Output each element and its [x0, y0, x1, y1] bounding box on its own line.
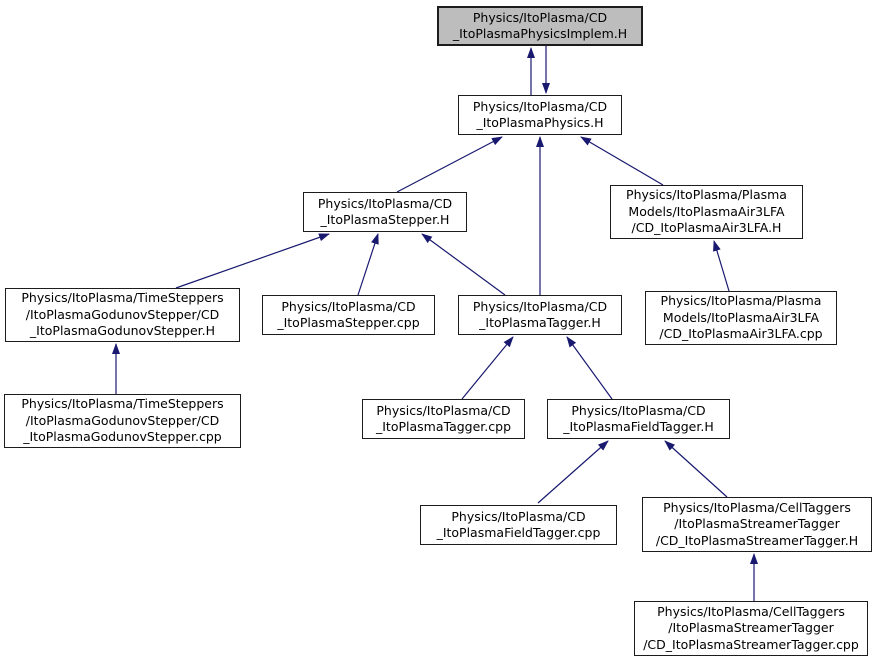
graph-node-streamertagger-cpp[interactable]: Physics/ItoPlasma/CellTaggers /ItoPlasma… — [634, 601, 868, 656]
graph-node-tagger-h[interactable]: Physics/ItoPlasma/CD _ItoPlasmaTagger.H — [458, 295, 622, 335]
graph-node-streamertagger-h[interactable]: Physics/ItoPlasma/CellTaggers /ItoPlasma… — [642, 497, 872, 552]
include-edge-air3lfa-cpp-to-air3lfa-h — [713, 240, 730, 292]
graph-node-physics-h[interactable]: Physics/ItoPlasma/CD _ItoPlasmaPhysics.H — [458, 95, 622, 135]
graph-node-air3lfa-cpp[interactable]: Physics/ItoPlasma/Plasma Models/ItoPlasm… — [645, 291, 837, 345]
include-edge-fieldtagger-h-to-tagger-h — [566, 336, 613, 400]
include-edge-air3lfa-h-to-physics-h — [580, 136, 664, 186]
include-edge-tagger-cpp-to-tagger-h — [461, 336, 514, 400]
graph-node-stepper-h[interactable]: Physics/ItoPlasma/CD _ItoPlasmaStepper.H — [303, 192, 467, 232]
include-edge-tagger-h-to-stepper-h — [421, 233, 506, 296]
include-edge-stepper-cpp-to-stepper-h — [357, 233, 379, 296]
graph-node-implem-h: Physics/ItoPlasma/CD _ItoPlasmaPhysicsIm… — [437, 6, 643, 46]
graph-node-tagger-cpp[interactable]: Physics/ItoPlasma/CD _ItoPlasmaTagger.cp… — [362, 399, 525, 439]
include-edge-streamertagger-h-to-fieldtagger-h — [664, 440, 728, 498]
include-edge-fieldtagger-cpp-to-fieldtagger-h — [537, 440, 609, 504]
graph-node-fieldtagger-h[interactable]: Physics/ItoPlasma/CD _ItoPlasmaFieldTagg… — [547, 399, 730, 439]
graph-node-air3lfa-h[interactable]: Physics/ItoPlasma/Plasma Models/ItoPlasm… — [610, 185, 803, 239]
include-edge-stepper-h-to-physics-h — [396, 136, 503, 193]
graph-node-godunov-cpp[interactable]: Physics/ItoPlasma/TimeSteppers /ItoPlasm… — [4, 394, 241, 448]
graph-node-fieldtagger-cpp[interactable]: Physics/ItoPlasma/CD _ItoPlasmaFieldTagg… — [420, 505, 617, 545]
graph-node-stepper-cpp[interactable]: Physics/ItoPlasma/CD _ItoPlasmaStepper.c… — [262, 295, 435, 335]
graph-node-godunov-h[interactable]: Physics/ItoPlasma/TimeSteppers /ItoPlasm… — [5, 288, 240, 342]
include-edge-godunov-h-to-stepper-h — [175, 233, 330, 289]
